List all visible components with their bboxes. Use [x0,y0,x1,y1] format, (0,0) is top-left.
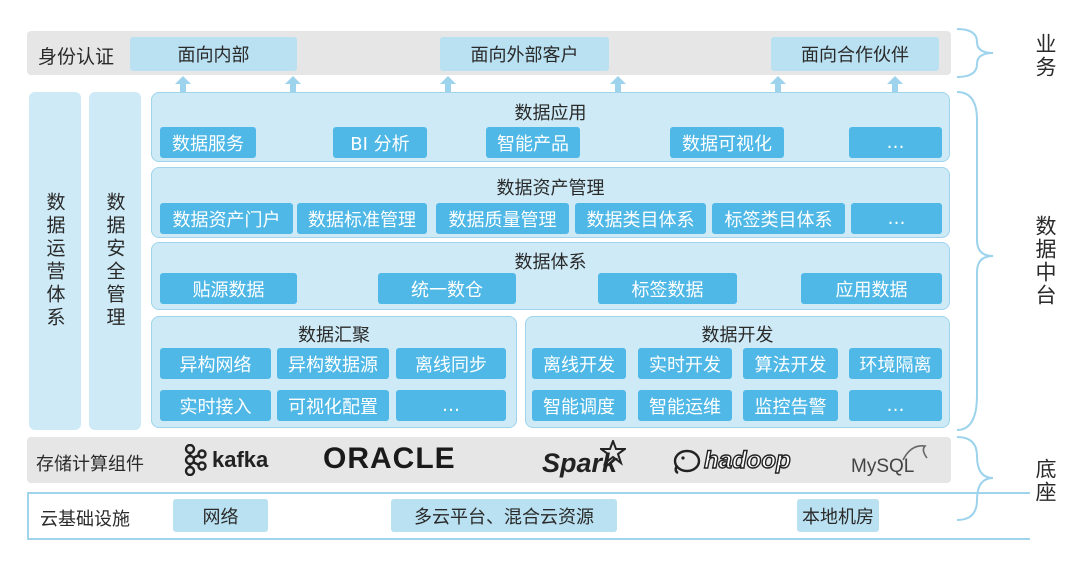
storage-compute-label: 存储计算组件 [36,454,144,475]
data-visualization-box: 数据可视化 [670,127,784,158]
up-arrow [440,76,456,84]
oracle-logo: ORACLE [323,442,456,475]
business-bracket [956,28,994,78]
arrow-stem [775,84,781,92]
asset-more-box: … [851,203,942,234]
hadoop-wordmark: hadoop [703,446,791,474]
spark-star-icon [600,440,626,466]
smart-schedule-box: 智能调度 [532,390,626,421]
unified-warehouse-box: 统一数仓 [378,273,516,304]
arrow-stem [445,84,451,92]
kafka-icon [184,444,207,476]
arrow-stem [892,84,898,92]
up-arrow [770,76,786,84]
up-arrow [887,76,903,84]
base-side-label: 底座 [1033,458,1057,504]
up-arrow [285,76,301,84]
spark-logo: Spark [542,440,626,480]
kafka-wordmark: kafka [212,447,269,472]
data-application-title: 数据应用 [514,103,587,124]
source-data-box: 贴源数据 [160,273,297,304]
offline-dev-box: 离线开发 [532,348,626,379]
base-bracket [956,436,994,521]
up-arrow [610,76,626,84]
env-isolation-box: 环境隔离 [849,348,942,379]
hetero-network-box: 异构网络 [160,348,271,379]
quality-mgmt-box: 数据质量管理 [436,203,569,234]
asset-management-title: 数据资产管理 [496,178,605,199]
tag-data-box: 标签数据 [598,273,737,304]
visual-config-box: 可视化配置 [277,390,389,421]
asset-portal-box: 数据资产门户 [160,203,293,234]
mysql-wordmark: MySQL [851,456,915,477]
hadoop-elephant-icon [673,449,701,475]
monitor-alert-box: 监控告警 [743,390,838,421]
data-development-title: 数据开发 [701,325,774,346]
aggregation-more-box: … [396,390,506,421]
storage-compute-bar [27,437,951,483]
algorithm-dev-box: 算法开发 [743,348,838,379]
data-aggregation-title: 数据汇聚 [298,325,370,346]
smart-product-box: 智能产品 [486,127,580,158]
offline-sync-box: 离线同步 [396,348,506,379]
data-operations-column: 数据运营体系 [29,92,81,430]
hadoop-logo: hadoop [672,444,791,478]
multi-cloud-box: 多云平台、混合云资源 [391,499,617,532]
cloud-infra-label: 云基础设施 [40,509,130,530]
data-system-title: 数据体系 [514,252,587,273]
hetero-datasource-box: 异构数据源 [277,348,389,379]
middle-platform-side-label: 数据中台 [1033,215,1057,307]
right-brackets [956,28,994,521]
tag-category-box: 标签类目体系 [712,203,845,234]
data-app-more-box: … [849,127,942,158]
data-security-label: 数据安全管理 [103,192,126,330]
middle-bracket [956,91,994,431]
bi-analysis-box: BI 分析 [333,127,427,158]
arrow-stem [180,84,186,92]
identity-auth-label: 身份认证 [38,46,115,68]
mysql-dolphin-icon [902,444,928,461]
application-data-box: 应用数据 [801,273,942,304]
data-operations-label: 数据运营体系 [43,192,66,330]
development-more-box: … [849,390,942,421]
internal-facing-box: 面向内部 [130,37,297,71]
local-datacenter-box: 本地机房 [797,499,879,532]
external-customer-box: 面向外部客户 [440,37,609,71]
arrow-stem [615,84,621,92]
kafka-logo: kafka [182,442,268,478]
standard-mgmt-box: 数据标准管理 [297,203,427,234]
partner-facing-box: 面向合作伙伴 [771,37,939,71]
up-arrow [175,76,191,84]
data-service-box: 数据服务 [160,127,256,158]
smart-ops-box: 智能运维 [638,390,732,421]
data-security-column: 数据安全管理 [89,92,141,430]
network-box: 网络 [173,499,268,532]
realtime-ingest-box: 实时接入 [160,390,271,421]
business-side-label: 业务 [1033,33,1057,79]
category-system-box: 数据类目体系 [575,203,706,234]
arrow-stem [290,84,296,92]
realtime-dev-box: 实时开发 [638,348,732,379]
